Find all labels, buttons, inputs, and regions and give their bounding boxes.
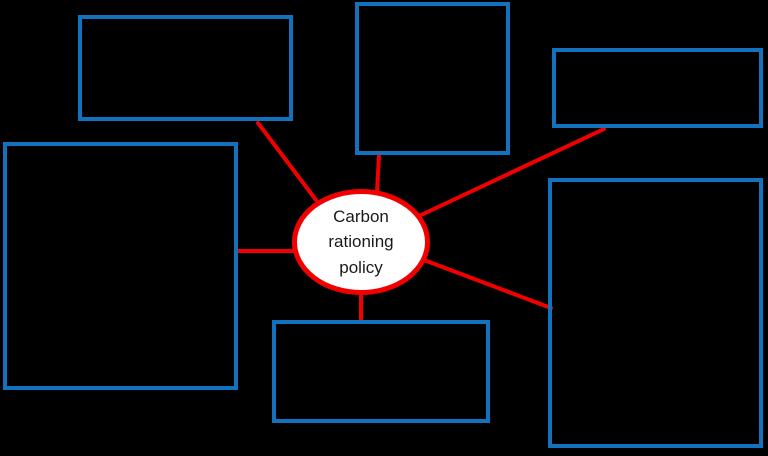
topic-box-left bbox=[3, 142, 238, 390]
connector-top-left bbox=[256, 121, 318, 202]
connector-right bbox=[422, 258, 553, 310]
topic-box-top-left bbox=[78, 15, 293, 121]
center-node-label: Carbon rationing policy bbox=[328, 206, 394, 277]
center-node-label-wrap: Carbon rationing policy bbox=[292, 189, 430, 295]
topic-box-top-middle bbox=[355, 2, 510, 155]
center-node-ellipse bbox=[292, 189, 430, 295]
connector-top-right bbox=[417, 127, 606, 218]
connector-top-middle bbox=[375, 153, 381, 194]
topic-box-right bbox=[548, 178, 763, 448]
topic-box-bottom-middle bbox=[272, 320, 490, 423]
topic-box-top-right bbox=[552, 48, 763, 128]
